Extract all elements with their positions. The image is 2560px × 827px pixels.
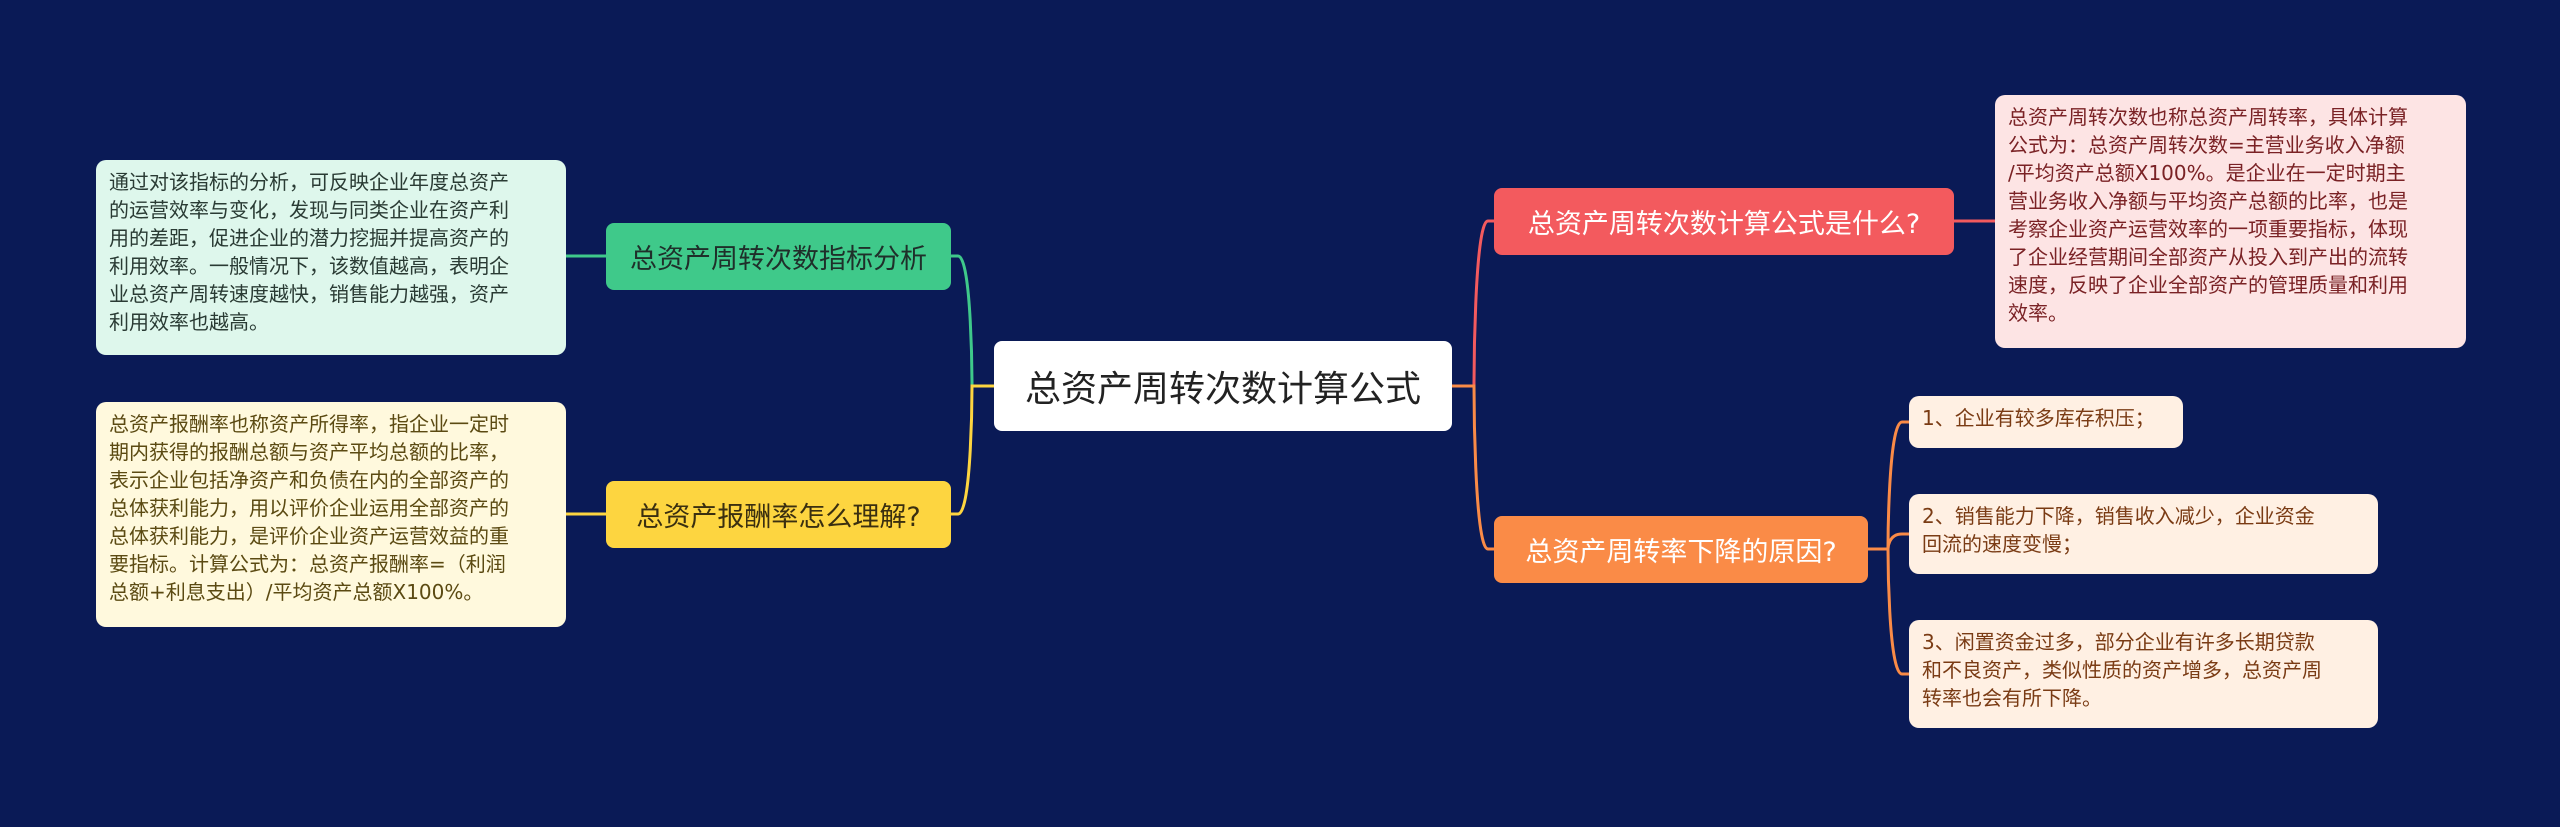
edge-center-to-orange xyxy=(1452,384,1494,551)
note-formula-question: 总资产周转次数也称总资产周转率，具体计算 公式为：总资产周转次数=主营业务收入净… xyxy=(1995,95,2466,348)
edge-center-to-red xyxy=(1452,219,1494,388)
note-decline-reason-3: 3、闲置资金过多，部分企业有许多长期贷款 和不良资产，类似性质的资产增多，总资产… xyxy=(1909,620,2378,728)
topic-return-on-assets[interactable]: 总资产报酬率怎么理解? xyxy=(606,481,951,548)
edge-center-to-yellow xyxy=(951,384,994,516)
edge-orange-to-note-3 xyxy=(1868,547,1909,676)
note-decline-reason-2: 2、销售能力下降，销售收入减少，企业资金 回流的速度变慢； xyxy=(1909,494,2378,574)
topic-indicator-analysis[interactable]: 总资产周转次数指标分析 xyxy=(606,223,951,290)
topic-decline-reasons[interactable]: 总资产周转率下降的原因? xyxy=(1494,516,1868,583)
edge-orange-to-note-1 xyxy=(1868,420,1909,551)
note-return-on-assets: 总资产报酬率也称资产所得率，指企业一定时 期内获得的报酬总额与资产平均总额的比率… xyxy=(96,402,566,627)
note-indicator-analysis: 通过对该指标的分析，可反映企业年度总资产 的运营效率与变化，发现与同类企业在资产… xyxy=(96,160,566,355)
central-topic[interactable]: 总资产周转次数计算公式 xyxy=(994,341,1452,431)
topic-formula-question[interactable]: 总资产周转次数计算公式是什么? xyxy=(1494,188,1954,255)
edge-center-to-green xyxy=(951,254,994,388)
note-decline-reason-1: 1、企业有较多库存积压； xyxy=(1909,396,2183,448)
